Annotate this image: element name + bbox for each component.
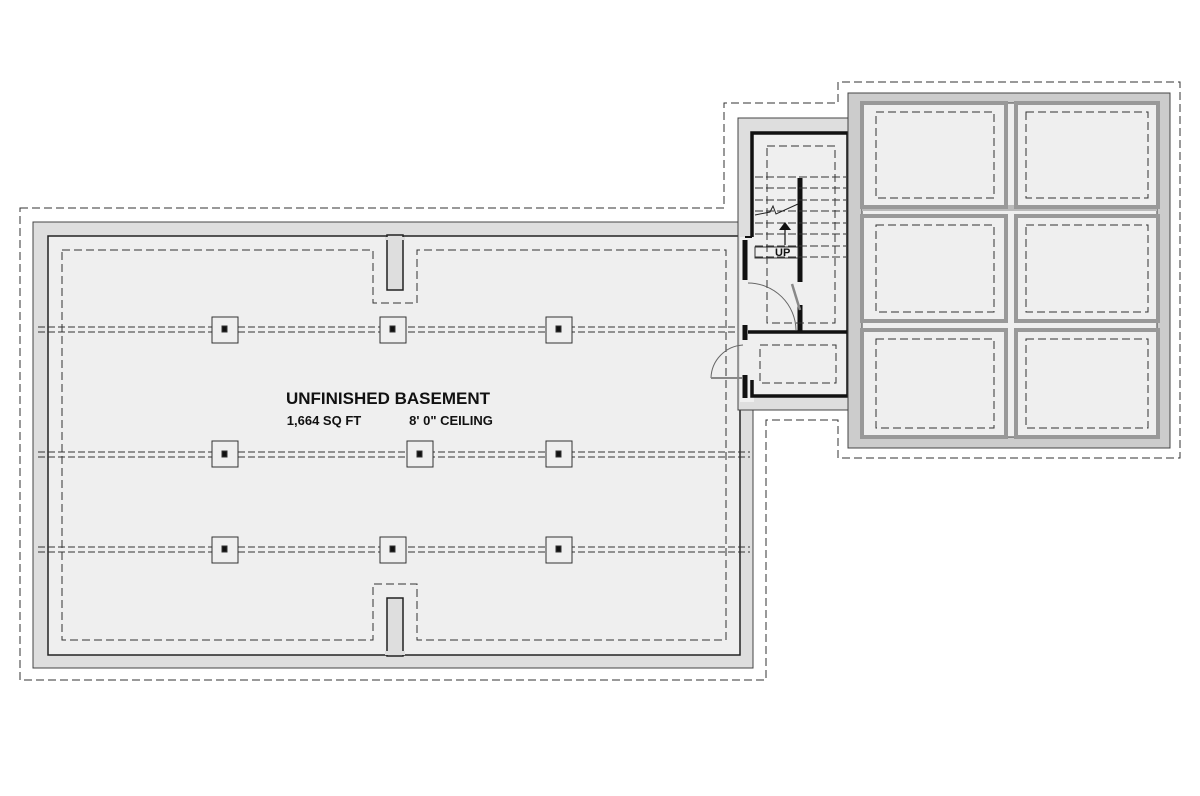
- room-ceiling-height: 8' 0" CEILING: [409, 413, 493, 428]
- door-swing: [747, 282, 797, 331]
- pilaster-top: [386, 234, 404, 291]
- column-pad: [545, 440, 573, 468]
- door-swing: [710, 344, 744, 379]
- garage-pads: [860, 101, 1160, 439]
- stair-up-label: UP: [775, 247, 790, 259]
- column-pad: [379, 536, 407, 564]
- garage-foundation: [847, 92, 1171, 449]
- column-pad: [545, 536, 573, 564]
- column-pad: [406, 440, 434, 468]
- room-area: 1,664 SQ FT: [287, 413, 361, 428]
- column-pad: [379, 316, 407, 344]
- column-pad: [211, 316, 239, 344]
- basement-foundation-wall: [32, 221, 754, 669]
- footing-outline: [19, 81, 1181, 681]
- column-pad: [545, 316, 573, 344]
- column-pads: [211, 316, 573, 564]
- room-label: UNFINISHED BASEMENT 1,664 SQ FT 8' 0" CE…: [286, 389, 493, 428]
- column-pad: [211, 536, 239, 564]
- arrow-head-icon: [779, 222, 791, 230]
- pilaster-bottom: [386, 597, 404, 657]
- stair-tower: UP: [710, 117, 863, 411]
- room-name: UNFINISHED BASEMENT: [286, 389, 491, 408]
- column-pad: [211, 440, 239, 468]
- interior-footing-lines: [61, 249, 727, 641]
